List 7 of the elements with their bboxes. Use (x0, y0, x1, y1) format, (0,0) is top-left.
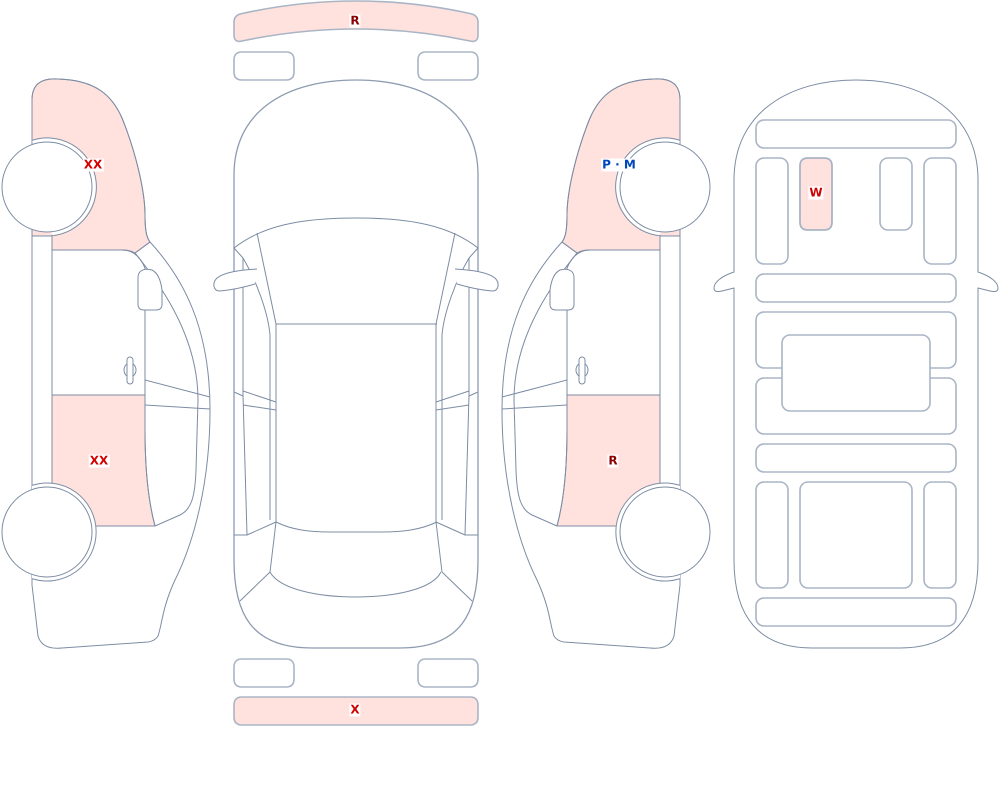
damage-code: W (808, 186, 824, 200)
damage-code: XX (82, 158, 104, 172)
damage-code: R (607, 454, 619, 468)
damage-code: P · M (601, 158, 637, 172)
damage-code: R (349, 14, 361, 28)
damage-code: XX (88, 454, 110, 468)
damage-code: X (349, 704, 361, 716)
